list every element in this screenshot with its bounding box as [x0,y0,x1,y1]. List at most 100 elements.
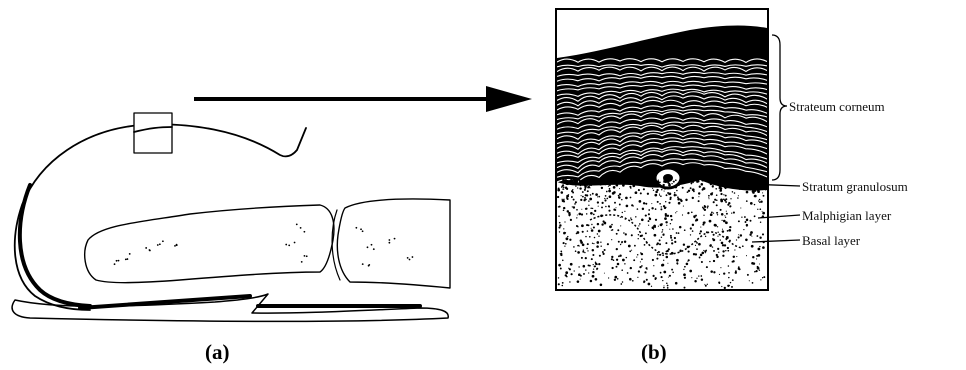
stipple-dot [632,184,635,187]
stipple-dot [733,181,734,182]
stipple-dot [575,250,577,252]
stipple-dot [569,281,570,282]
stipple-dot [560,268,562,270]
stipple-dot [745,239,748,242]
bone-speckle [362,230,364,232]
stipple-dot [576,209,578,211]
stipple-dot [731,212,732,213]
stipple-dot [629,186,631,188]
stipple-dot [591,228,592,229]
stipple-dot [633,181,635,183]
panel-label-b: (b) [641,340,667,364]
stipple-dot [645,203,647,205]
stipple-dot [609,188,611,190]
bone-speckle [162,240,164,242]
bone-speckle [126,258,128,260]
stipple-dot [592,243,593,244]
stipple-dot [730,187,731,188]
bone-speckle [371,244,373,246]
stipple-dot [677,196,679,198]
stipple-dot [571,273,573,275]
stipple-dot [580,185,581,186]
stipple-dot [655,208,657,210]
stipple-dot [685,199,687,201]
histology-section [556,9,788,290]
stipple-dot [757,267,760,270]
stipple-dot [643,202,645,204]
stipple-dot [662,229,663,230]
stipple-dot [702,188,703,189]
stipple-dot [616,259,618,261]
stipple-dot [725,198,727,200]
stipple-dot [584,184,586,186]
stipple-dot [622,212,623,213]
stipple-dot [558,215,560,217]
stipple-dot [630,197,632,199]
stipple-dot [674,241,676,243]
stipple-dot [733,256,735,258]
finger-diagram [12,113,450,321]
stipple-dot [592,254,594,256]
stipple-dot [633,205,634,206]
stipple-dot [617,278,619,280]
stipple-dot [564,245,565,246]
stipple-dot [613,186,616,189]
stipple-dot [638,234,639,235]
stipple-dot [708,195,710,197]
stipple-dot [572,206,573,207]
stipple-dot [569,239,571,241]
stipple-dot [596,241,599,244]
stipple-dot [708,198,709,199]
stipple-dot [608,185,609,186]
stipple-dot [597,196,598,197]
stipple-dot [725,195,727,197]
stipple-dot [762,179,763,180]
stipple-dot [562,285,564,287]
stipple-dot [716,194,718,196]
stipple-dot [558,264,561,267]
stipple-dot [754,180,756,182]
stipple-dot [608,205,610,207]
stipple-dot [689,181,690,182]
stipple-dot [671,183,672,184]
stipple-dot [584,252,585,253]
stipple-dot [640,183,641,184]
stipple-dot [563,186,565,188]
stipple-dot [591,182,592,183]
stipple-dot [635,216,636,217]
stipple-dot [750,231,753,234]
stipple-dot [690,187,692,189]
stipple-dot [593,264,594,265]
stipple-dot [660,272,662,274]
stipple-dot [683,206,684,207]
stipple-dot [608,190,611,193]
stipple-dot [581,213,583,215]
stipple-dot [723,220,726,223]
stipple-dot [700,275,702,277]
stipple-dot [645,232,647,234]
stipple-dot [669,229,670,230]
stipple-dot [730,198,731,199]
stipple-dot [628,182,630,184]
stipple-dot [563,207,565,209]
stipple-dot [598,206,599,207]
stipple-dot [728,272,730,274]
stipple-dot [713,260,715,262]
stipple-dot [678,232,680,234]
stipple-dot [621,269,623,271]
stipple-dot [712,246,713,247]
stipple-dot [684,266,686,268]
stipple-dot [667,285,669,287]
stipple-dot [604,273,605,274]
stipple-dot [616,183,618,185]
stipple-dot [700,230,702,232]
stipple-dot [608,277,609,278]
stipple-dot [576,217,577,218]
stipple-dot [573,199,575,201]
stipple-dot [563,242,565,244]
stipple-dot [571,180,574,183]
stipple-dot [724,186,727,189]
stipple-dot [717,214,718,215]
stipple-dot [565,271,568,274]
